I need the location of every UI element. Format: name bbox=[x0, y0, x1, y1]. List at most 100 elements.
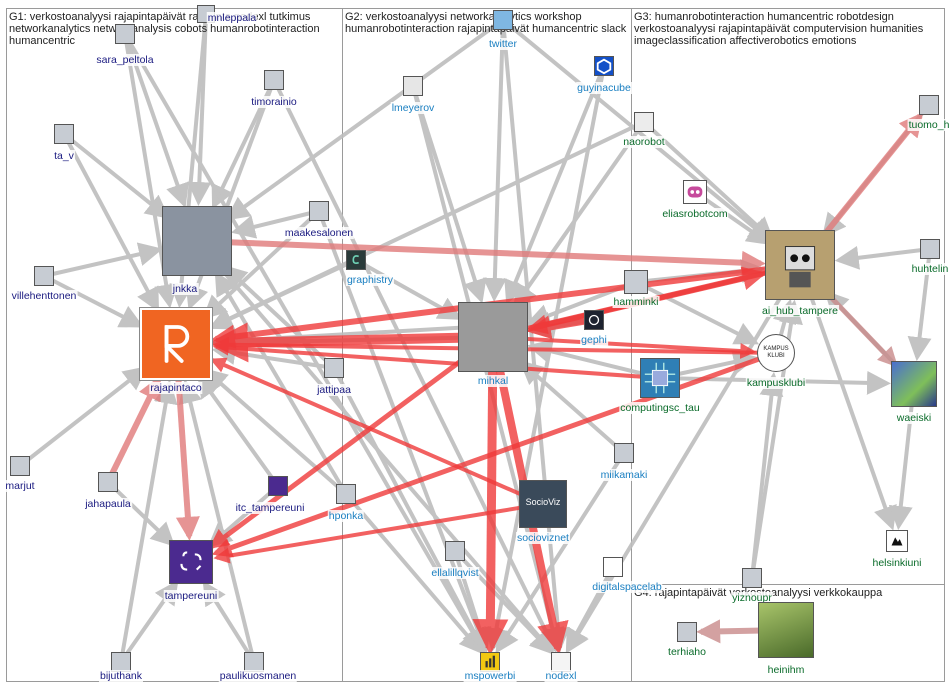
edge-ta_v-to-rajapintaco bbox=[64, 134, 157, 309]
node-label: jahapaula bbox=[84, 498, 132, 510]
circuit-icon bbox=[640, 358, 680, 398]
edge-huhtelin-to-ai_hub_tampere bbox=[839, 249, 930, 260]
node-label: socioviznet bbox=[516, 532, 570, 544]
person-avatar-icon bbox=[677, 622, 697, 642]
person-avatar-icon bbox=[758, 602, 814, 658]
person-avatar-icon bbox=[309, 201, 329, 221]
nodexl-logo-icon bbox=[551, 652, 571, 672]
person-avatar-icon bbox=[244, 652, 264, 672]
chart-logo-icon bbox=[603, 557, 623, 577]
person-avatar-icon bbox=[458, 302, 528, 372]
person-avatar-icon bbox=[54, 124, 74, 144]
person-avatar-icon bbox=[162, 206, 232, 276]
person-avatar-icon bbox=[742, 568, 762, 588]
node-label: timorainio bbox=[250, 96, 298, 108]
node-label: huhtelin bbox=[911, 263, 950, 275]
node-label: naorobot bbox=[622, 136, 665, 148]
group-title-g2: G2: verkostoanalyysi networkanalytics wo… bbox=[345, 11, 630, 35]
twitter-logo-icon bbox=[493, 10, 513, 30]
node-label: nodexl bbox=[545, 670, 578, 682]
edge-villehenttonen-to-jnkka bbox=[44, 250, 159, 276]
node-label: mspowerbi bbox=[464, 670, 517, 682]
person-avatar-icon bbox=[111, 652, 131, 672]
cube-logo-icon bbox=[594, 56, 614, 76]
node-label: mihkal bbox=[477, 375, 509, 387]
graphistry-logo-icon bbox=[346, 250, 366, 270]
node-label: kampusklubi bbox=[746, 377, 806, 389]
node-label: villehenttonen bbox=[11, 290, 78, 302]
node-label: graphistry bbox=[346, 274, 394, 286]
university-logo-icon bbox=[268, 476, 288, 496]
powerbi-logo-icon bbox=[480, 652, 500, 672]
node-label: digitalspacelab bbox=[591, 581, 662, 593]
person-avatar-icon bbox=[624, 270, 648, 294]
node-label: heinihm bbox=[767, 664, 806, 676]
robot-icon bbox=[634, 112, 654, 132]
edge-jahapaula-to-rajapintaco bbox=[108, 380, 158, 482]
person-avatar-icon bbox=[98, 472, 118, 492]
node-label: rajapintaco bbox=[149, 382, 202, 394]
node-label: paulikuosmanen bbox=[219, 670, 297, 682]
node-label: eliasrobotcom bbox=[661, 208, 728, 220]
edge-mihkal-to-rajapintaco bbox=[216, 337, 493, 343]
socioviz-logo-icon: SocioViz bbox=[519, 480, 567, 528]
group-title-g4: G4: rajapintapäivät verkostoanalyysi ver… bbox=[634, 587, 942, 599]
person-avatar-icon bbox=[403, 76, 423, 96]
edge-graphistry-to-rajapintaco bbox=[212, 260, 356, 327]
node-label: gephi bbox=[580, 334, 608, 346]
node-label: itc_tampereuni bbox=[235, 502, 306, 514]
person-avatar-icon bbox=[336, 484, 356, 504]
node-label: hponka bbox=[328, 510, 364, 522]
node-label: terhiaho bbox=[667, 646, 707, 658]
person-avatar-icon bbox=[614, 443, 634, 463]
node-label: ai_hub_tampere bbox=[761, 305, 839, 317]
edge-twitter-to-jnkka bbox=[229, 20, 503, 218]
edge-jnkka-to-ai_hub_tampere bbox=[197, 241, 761, 263]
group-title-g3: G3: humanrobotinteraction humancentric r… bbox=[634, 11, 942, 47]
person-avatar-icon bbox=[919, 95, 939, 115]
tampere-uni-logo-icon bbox=[169, 540, 213, 584]
node-label: maakesalonen bbox=[284, 227, 354, 239]
person-avatar-icon bbox=[324, 358, 344, 378]
kampus-klubi-logo-icon: KAMPUS KLUBI bbox=[757, 334, 795, 372]
person-avatar-icon bbox=[891, 361, 937, 407]
node-label: jattipaa bbox=[316, 384, 352, 396]
node-label: miikamaki bbox=[600, 469, 649, 481]
socioviz-logo-text: SocioViz bbox=[520, 497, 566, 507]
node-label: hamminki bbox=[613, 296, 660, 308]
robot-face-icon bbox=[683, 180, 707, 204]
person-avatar-icon bbox=[445, 541, 465, 561]
helsinki-uni-logo-icon bbox=[886, 530, 908, 552]
person-avatar-icon bbox=[115, 24, 135, 44]
group-title-g1: G1: verkostoanalyysi rajapintapäivät raj… bbox=[9, 11, 339, 47]
kampus-klubi-logo-text: KAMPUS KLUBI bbox=[760, 346, 792, 360]
edge-itc_tampereuni-to-rajapintaco bbox=[199, 376, 278, 486]
person-avatar-icon bbox=[10, 456, 30, 476]
edge-ta_v-to-jnkka bbox=[64, 134, 167, 217]
node-label: twitter bbox=[488, 38, 518, 50]
edge-twitter-to-mihkal bbox=[494, 20, 503, 298]
person-avatar-icon bbox=[920, 239, 940, 259]
node-label: tampereuni bbox=[164, 590, 219, 602]
person-avatar-icon bbox=[34, 266, 54, 286]
node-label: bijuthank bbox=[99, 670, 143, 682]
node-label: lmeyerov bbox=[391, 102, 436, 114]
node-label: waeiski bbox=[896, 412, 932, 424]
node-label: guyinacube bbox=[576, 82, 632, 94]
edge-yiznoupr-to-kampusklubi bbox=[752, 376, 774, 578]
node-label: ta_v bbox=[53, 150, 75, 162]
edge-bijuthank-to-rajapintaco bbox=[121, 383, 169, 662]
gephi-logo-icon bbox=[584, 310, 604, 330]
node-label: sara_peltola bbox=[95, 54, 154, 66]
node-label: tuomo_h bbox=[908, 119, 950, 131]
person-avatar-icon bbox=[264, 70, 284, 90]
robot-photo-icon bbox=[765, 230, 835, 300]
node-label: ellalillqvist bbox=[430, 567, 479, 579]
edge-guyinacube-to-mihkal bbox=[508, 66, 604, 301]
node-label: helsinkiuni bbox=[871, 557, 922, 569]
node-label: jnkka bbox=[172, 283, 199, 295]
node-label: marjut bbox=[4, 480, 35, 492]
r-logo-icon bbox=[140, 308, 212, 380]
node-label: mnleppala bbox=[207, 12, 257, 24]
